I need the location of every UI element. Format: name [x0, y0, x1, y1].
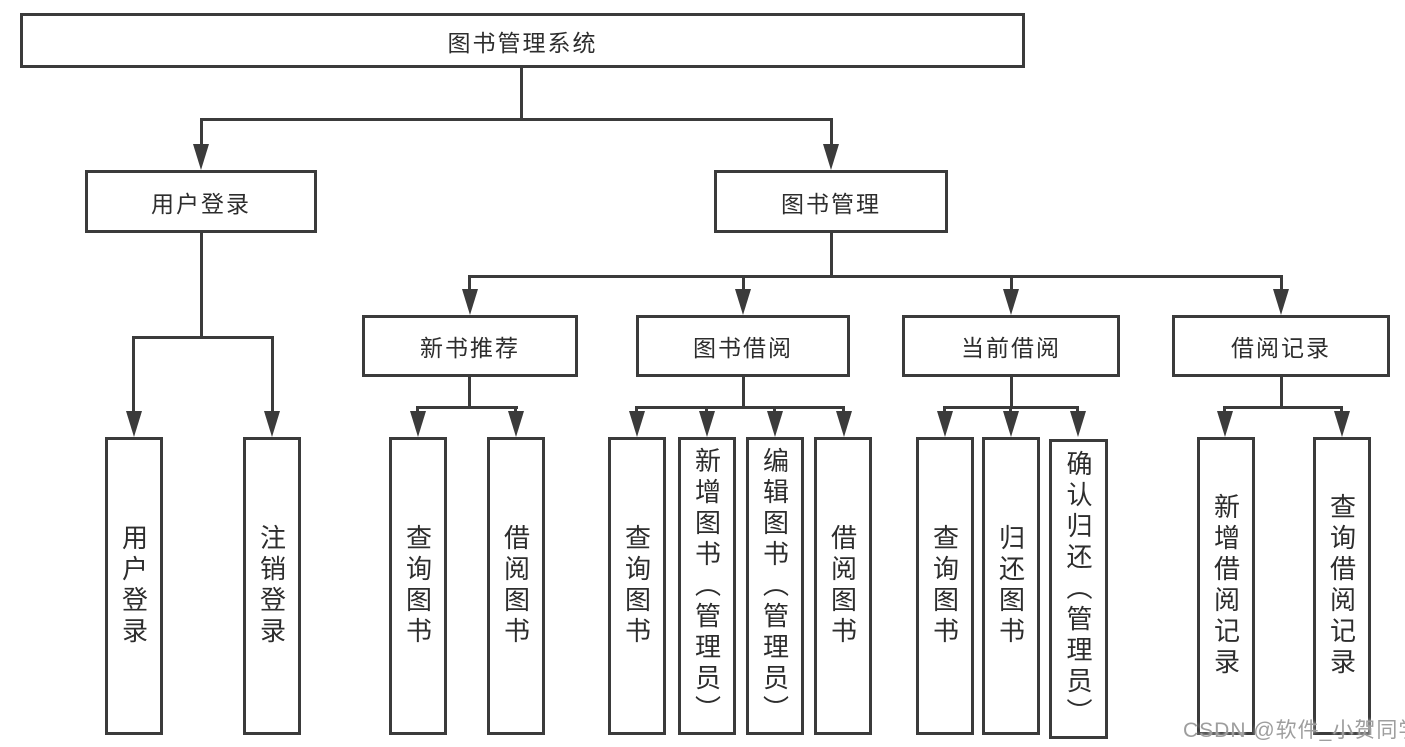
arrowhead — [1003, 411, 1019, 437]
connector-line — [705, 406, 708, 414]
connector-line — [132, 336, 135, 414]
node-new-book-recommend: 新书推荐 — [362, 315, 578, 377]
arrowhead — [629, 411, 645, 437]
node-book-management-label: 图书管理 — [781, 190, 881, 217]
arrowhead — [1003, 289, 1019, 315]
arrowhead — [767, 411, 783, 437]
node-book-borrow: 图书借阅 — [636, 315, 850, 377]
connector-line — [1010, 275, 1013, 292]
connector-line — [1223, 406, 1226, 414]
leaf-nb-query-book: 查询图书 — [389, 437, 447, 735]
leaf-br-add-record-label: 新增借阅记录 — [1210, 493, 1241, 679]
connector-line — [468, 377, 471, 409]
connector-line — [514, 406, 517, 414]
connector-line — [271, 336, 274, 414]
connector-line — [200, 233, 203, 339]
leaf-nb-borrow-book: 借阅图书 — [487, 437, 545, 735]
arrowhead — [126, 411, 142, 437]
connector-line — [742, 377, 745, 409]
connector-line — [468, 275, 471, 292]
connector-line — [200, 118, 203, 148]
connector-line — [635, 406, 845, 409]
leaf-logout-login-label: 注销登录 — [256, 524, 287, 648]
leaf-cb-return-book: 归还图书 — [982, 437, 1040, 735]
arrowhead — [410, 411, 426, 437]
connector-line — [830, 118, 833, 148]
leaf-cb-confirm-return-admin: 确认归还（管理员） — [1049, 439, 1108, 739]
node-book-management: 图书管理 — [714, 170, 948, 233]
leaf-bb-edit-book-admin: 编辑图书（管理员） — [746, 437, 804, 735]
connector-line — [416, 406, 518, 409]
leaf-nb-borrow-book-label: 借阅图书 — [500, 524, 531, 648]
leaf-bb-edit-book-admin-label: 编辑图书（管理员） — [759, 446, 790, 726]
connector-line — [742, 275, 745, 292]
leaf-bb-borrow-book-label: 借阅图书 — [827, 524, 858, 648]
arrowhead — [937, 411, 953, 437]
watermark: CSDN @软件_小贺同学 — [1183, 719, 1405, 742]
connector-line — [520, 68, 523, 121]
arrowhead — [699, 411, 715, 437]
leaf-user-login-label: 用户登录 — [118, 524, 149, 648]
node-user-login-label: 用户登录 — [151, 190, 251, 217]
leaf-bb-add-book-admin: 新增图书（管理员） — [678, 437, 736, 735]
arrowhead — [264, 411, 280, 437]
leaf-bb-borrow-book: 借阅图书 — [814, 437, 872, 735]
connector-line — [1009, 406, 1012, 414]
connector-line — [1223, 406, 1343, 409]
connector-line — [1076, 406, 1079, 414]
connector-line — [1280, 275, 1283, 292]
arrowhead — [462, 289, 478, 315]
node-current-borrow-label: 当前借阅 — [961, 335, 1061, 361]
connector-line — [842, 406, 845, 414]
leaf-cb-return-book-label: 归还图书 — [995, 524, 1026, 648]
arrowhead — [1070, 411, 1086, 437]
arrowhead — [1334, 411, 1350, 437]
connector-line — [1340, 406, 1343, 414]
arrowhead — [508, 411, 524, 437]
connector-line — [1010, 377, 1013, 409]
node-borrow-record: 借阅记录 — [1172, 315, 1390, 377]
connector-line — [468, 275, 1283, 278]
node-current-borrow: 当前借阅 — [902, 315, 1120, 377]
connector-line — [132, 336, 274, 339]
leaf-cb-query-book: 查询图书 — [916, 437, 974, 735]
node-user-login: 用户登录 — [85, 170, 317, 233]
leaf-bb-query-book-label: 查询图书 — [621, 524, 652, 648]
connector-line — [943, 406, 946, 414]
leaf-logout-login: 注销登录 — [243, 437, 301, 735]
node-borrow-record-label: 借阅记录 — [1231, 335, 1331, 361]
leaf-bb-add-book-admin-label: 新增图书（管理员） — [691, 446, 722, 726]
leaf-cb-confirm-return-admin-label: 确认归还（管理员） — [1063, 449, 1093, 729]
arrowhead — [1273, 289, 1289, 315]
arrowhead — [836, 411, 852, 437]
node-new-book-recommend-label: 新书推荐 — [420, 335, 520, 361]
arrowhead — [193, 144, 209, 170]
leaf-br-add-record: 新增借阅记录 — [1197, 437, 1255, 735]
leaf-bb-query-book: 查询图书 — [608, 437, 666, 735]
leaf-br-query-record-label: 查询借阅记录 — [1326, 493, 1357, 679]
connector-line — [830, 233, 833, 278]
leaf-user-login: 用户登录 — [105, 437, 163, 735]
connector-line — [200, 118, 833, 121]
connector-line — [635, 406, 638, 414]
leaf-br-query-record: 查询借阅记录 — [1313, 437, 1371, 735]
arrowhead — [735, 289, 751, 315]
leaf-nb-query-book-label: 查询图书 — [402, 524, 433, 648]
arrowhead — [1217, 411, 1233, 437]
connector-line — [1280, 377, 1283, 409]
node-root-label: 图书管理系统 — [447, 29, 598, 56]
connector-line — [773, 406, 776, 414]
node-root: 图书管理系统 — [20, 13, 1025, 68]
leaf-cb-query-book-label: 查询图书 — [929, 524, 960, 648]
arrowhead — [823, 144, 839, 170]
node-book-borrow-label: 图书借阅 — [693, 335, 793, 361]
connector-line — [416, 406, 419, 414]
